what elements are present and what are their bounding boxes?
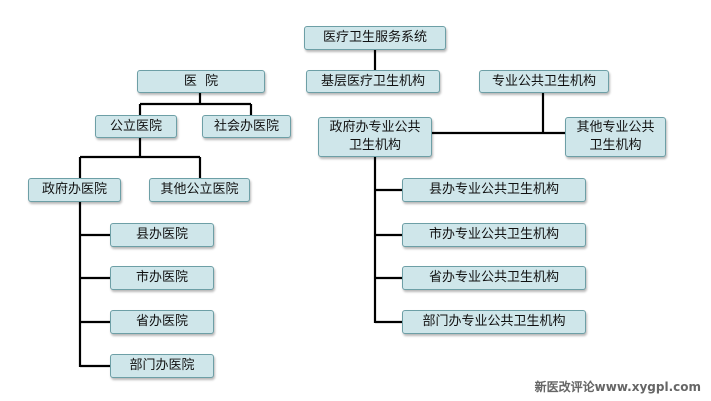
node-county-professional: 县办专业公共卫生机构 (402, 178, 586, 202)
node-grassroots: 基层医疗卫生机构 (306, 70, 440, 93)
node-public-hospital: 公立医院 (95, 115, 177, 138)
node-hospital: 医 院 (137, 70, 265, 93)
node-social-hospital: 社会办医院 (202, 115, 291, 138)
node-gov-hospital: 政府办医院 (28, 178, 121, 202)
node-other-public-hospital: 其他公立医院 (149, 178, 250, 202)
node-department-hospital: 部门办医院 (110, 354, 214, 378)
node-other-professional: 其他专业公共 卫生机构 (565, 117, 666, 157)
node-root: 医疗卫生服务系统 (304, 26, 446, 50)
node-city-hospital: 市办医院 (110, 266, 214, 290)
node-department-professional: 部门办专业公共卫生机构 (402, 310, 586, 334)
node-province-professional: 省办专业公共卫生机构 (402, 266, 586, 290)
watermark: 新医改评论www.xygpl.com (534, 380, 701, 394)
node-gov-professional: 政府办专业公共 卫生机构 (318, 117, 432, 157)
node-city-professional: 市办专业公共卫生机构 (402, 223, 586, 247)
node-province-hospital: 省办医院 (110, 310, 214, 334)
node-county-hospital: 县办医院 (110, 223, 214, 247)
node-professional-public-health: 专业公共卫生机构 (479, 70, 609, 93)
